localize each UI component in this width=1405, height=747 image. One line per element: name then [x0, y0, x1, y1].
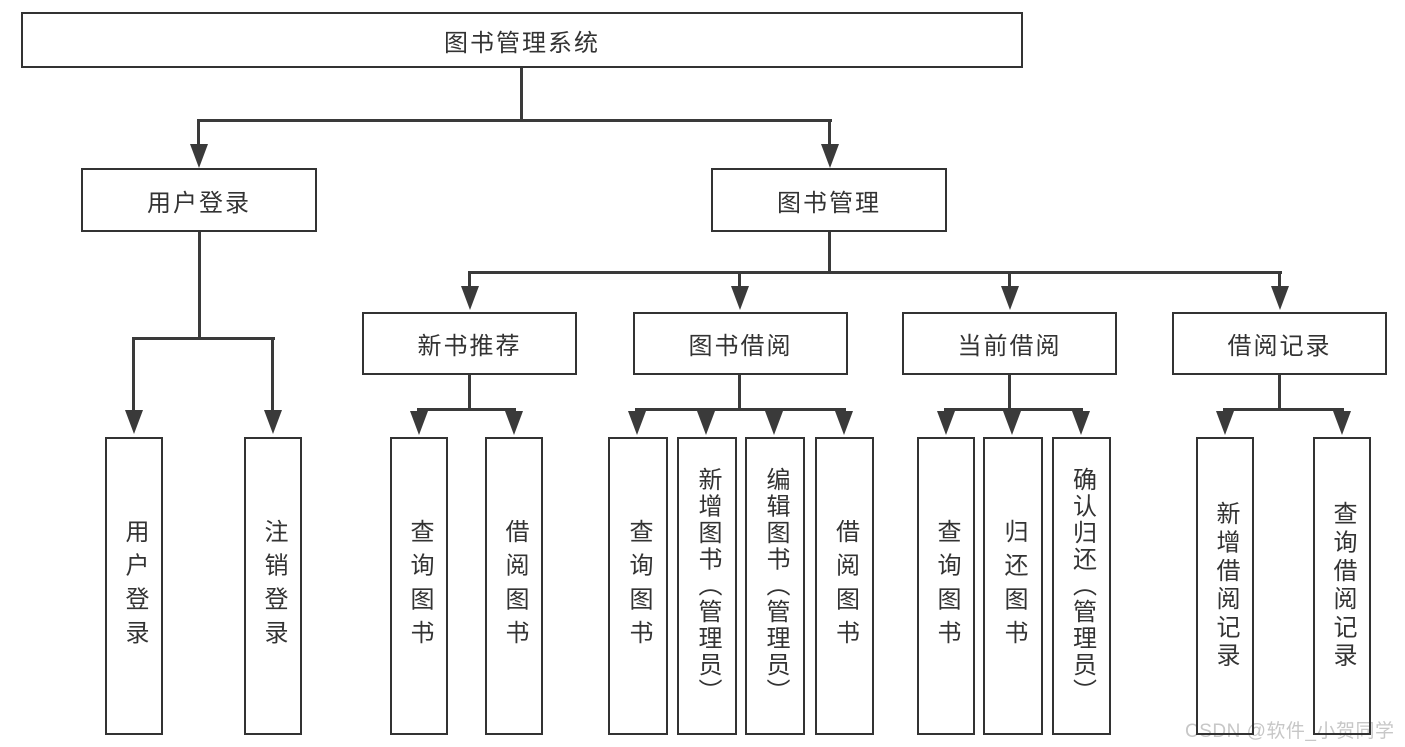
- node-book-management-label: 图书管理: [777, 189, 881, 217]
- connector-line: [1278, 375, 1281, 411]
- node-book-borrow-label: 图书借阅: [688, 333, 793, 360]
- arrow-down-icon: [765, 411, 783, 435]
- node-new-book-recommend: 新书推荐: [362, 312, 577, 375]
- connector-line: [1008, 375, 1011, 411]
- arrow-down-icon: [1271, 286, 1289, 310]
- leaf-recommend-query-books: 查询图书: [390, 437, 448, 735]
- node-book-management: 图书管理: [711, 168, 947, 232]
- node-borrow-records: 借阅记录: [1172, 312, 1387, 375]
- connector-line: [132, 340, 135, 410]
- connector-line: [468, 274, 471, 288]
- leaf-records-add-record: 新增借阅记录: [1196, 437, 1254, 735]
- connector-line: [738, 274, 741, 288]
- connector-line: [132, 337, 275, 340]
- leaf-borrow-edit-books-admin: 编辑图书（管理员）: [745, 437, 805, 735]
- arrow-down-icon: [1333, 411, 1351, 435]
- connector-line: [197, 119, 832, 122]
- leaf-current-query-books: 查询图书: [917, 437, 975, 735]
- node-root-label: 图书管理系统: [444, 29, 600, 57]
- node-user-login-label: 用户登录: [147, 189, 251, 217]
- arrow-down-icon: [190, 144, 208, 168]
- node-book-borrow: 图书借阅: [633, 312, 848, 375]
- arrow-down-icon: [821, 144, 839, 168]
- arrow-down-icon: [264, 410, 282, 434]
- connector-line: [1008, 274, 1011, 288]
- node-new-book-recommend-label: 新书推荐: [417, 333, 522, 360]
- connector-line: [417, 408, 516, 411]
- node-current-borrow: 当前借阅: [902, 312, 1117, 375]
- leaf-borrow-add-books-admin: 新增图书（管理员）: [677, 437, 737, 735]
- connector-line: [944, 408, 1083, 411]
- leaf-borrow-query-books: 查询图书: [608, 437, 668, 735]
- connector-line: [828, 122, 831, 146]
- connector-line: [198, 232, 201, 339]
- arrow-down-icon: [1072, 411, 1090, 435]
- arrow-down-icon: [410, 411, 428, 435]
- node-root: 图书管理系统: [21, 12, 1023, 68]
- arrow-down-icon: [697, 411, 715, 435]
- connector-line: [1278, 274, 1281, 288]
- connector-line: [1223, 408, 1344, 411]
- connector-line: [468, 375, 471, 411]
- connector-line: [271, 340, 274, 410]
- leaf-recommend-borrow-books: 借阅图书: [485, 437, 543, 735]
- connector-line: [197, 122, 200, 146]
- arrow-down-icon: [731, 286, 749, 310]
- arrow-down-icon: [1003, 411, 1021, 435]
- node-current-borrow-label: 当前借阅: [957, 333, 1062, 360]
- node-user-login: 用户登录: [81, 168, 317, 232]
- arrow-down-icon: [1001, 286, 1019, 310]
- leaf-borrow-borrow-books: 借阅图书: [815, 437, 874, 735]
- connector-line: [635, 408, 846, 411]
- connector-line: [828, 232, 831, 273]
- arrow-down-icon: [835, 411, 853, 435]
- connector-line: [738, 375, 741, 411]
- leaf-logout: 注销登录: [244, 437, 302, 735]
- arrow-down-icon: [125, 410, 143, 434]
- connector-line: [468, 271, 1282, 274]
- connector-line: [520, 68, 523, 119]
- leaf-current-confirm-return-admin: 确认归还（管理员）: [1052, 437, 1111, 735]
- arrow-down-icon: [628, 411, 646, 435]
- leaf-records-query-record: 查询借阅记录: [1313, 437, 1371, 735]
- arrow-down-icon: [1216, 411, 1234, 435]
- leaf-current-return-books: 归还图书: [983, 437, 1043, 735]
- node-borrow-records-label: 借阅记录: [1227, 333, 1332, 360]
- arrow-down-icon: [461, 286, 479, 310]
- watermark: CSDN @软件_小贺同学: [1185, 721, 1395, 742]
- arrow-down-icon: [937, 411, 955, 435]
- leaf-user-login: 用户登录: [105, 437, 163, 735]
- arrow-down-icon: [505, 411, 523, 435]
